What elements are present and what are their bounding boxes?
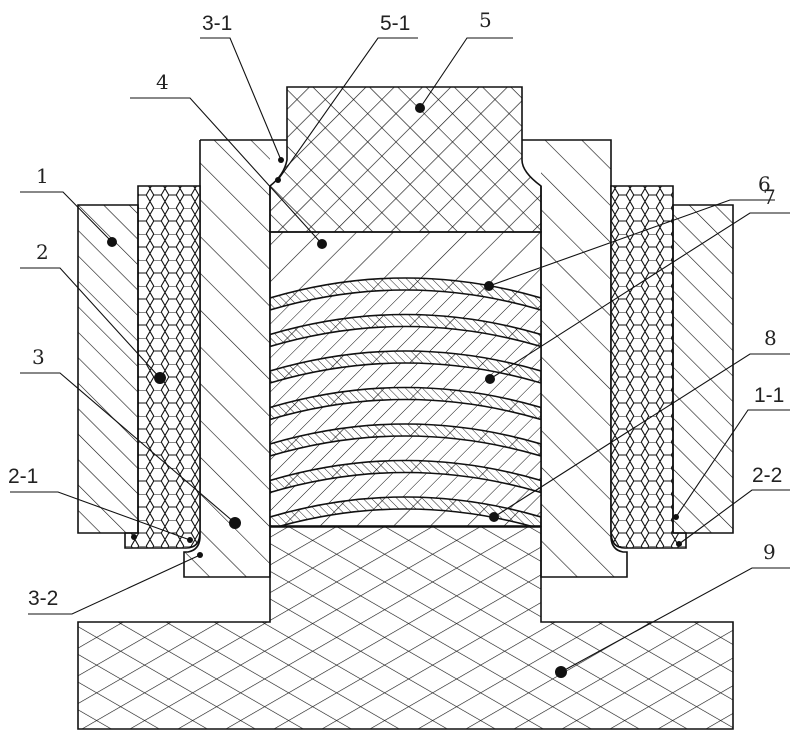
laminate-core: [270, 472, 541, 517]
laminate-band: [270, 314, 541, 347]
label-1: 1: [36, 164, 49, 188]
label-4: 4: [156, 70, 169, 94]
laminate-boundary: [270, 325, 541, 348]
label-5: 5: [479, 8, 492, 32]
laminate-core: [270, 363, 541, 408]
label-3-1: 3-1: [202, 12, 232, 35]
label-1-1: 1-1: [754, 384, 784, 407]
laminate-layers: [270, 277, 541, 526]
label-3-2: 3-2: [28, 587, 58, 610]
laminate-boundary: [270, 289, 541, 311]
laminate-band: [270, 278, 541, 310]
laminate-boundary: [270, 423, 541, 445]
label-9: 9: [763, 540, 776, 564]
label-3: 3: [32, 345, 45, 369]
honeycomb-right-part-2: [610, 185, 687, 549]
label-7: 7: [763, 185, 776, 209]
label-2-1: 2-1: [8, 465, 38, 488]
center-stack-outline: [269, 231, 542, 527]
top-punch-part-5: [269, 86, 542, 233]
marker-7: [485, 374, 495, 384]
marker-5-1: [275, 177, 281, 183]
marker-5: [415, 103, 425, 113]
laminate-boundary: [270, 277, 541, 299]
marker-2-1-b: [131, 534, 137, 540]
laminate-band: [270, 460, 541, 493]
marker-2: [154, 372, 166, 384]
marker-1-1: [673, 514, 679, 520]
labels: 1 2 3 4 5 6 7 8 9 3-1 5-1 2-1 3-2 1-1 2-…: [8, 8, 784, 610]
label-2: 2: [36, 240, 49, 264]
leaders: [10, 37, 790, 678]
marker-6: [484, 281, 494, 291]
laminate-boundary: [270, 398, 541, 421]
laminate-boundary: [277, 508, 534, 526]
honeycomb-left-part-2: [124, 185, 201, 549]
marker-8: [489, 512, 499, 522]
base-part-9: [77, 526, 734, 730]
marker-3-2: [197, 552, 203, 558]
marker-1: [107, 237, 117, 247]
laminate-boundary: [270, 435, 541, 457]
marker-2-2: [676, 541, 682, 547]
laminate-band: [270, 497, 541, 526]
marker-3: [229, 517, 241, 529]
marker-9: [555, 666, 567, 678]
marker-3-1: [278, 157, 284, 163]
laminate-core: [270, 290, 541, 335]
laminate-core: [270, 436, 541, 481]
marker-4: [317, 239, 327, 249]
outer-sleeve-left-part-1: [77, 204, 139, 534]
laminate-boundary: [270, 386, 541, 409]
laminate-band: [270, 351, 541, 383]
outer-sleeve-right-part-1: [672, 204, 734, 534]
label-6: 6: [758, 172, 771, 196]
laminate-boundary: [270, 362, 541, 384]
laminate-boundary: [270, 459, 541, 482]
laminate-core: [270, 399, 541, 444]
marker-2-1: [187, 537, 193, 543]
laminate-band: [270, 424, 541, 456]
laminate-boundary: [270, 350, 541, 372]
label-5-1: 5-1: [380, 12, 410, 35]
laminate-boundary: [270, 313, 541, 336]
label-2-2: 2-2: [752, 464, 782, 487]
center-stack: [270, 232, 541, 526]
laminate-band: [270, 387, 541, 420]
label-8: 8: [764, 326, 777, 350]
laminate-boundary: [270, 471, 541, 494]
laminate-core: [270, 326, 541, 371]
laminate-boundary: [270, 496, 541, 518]
